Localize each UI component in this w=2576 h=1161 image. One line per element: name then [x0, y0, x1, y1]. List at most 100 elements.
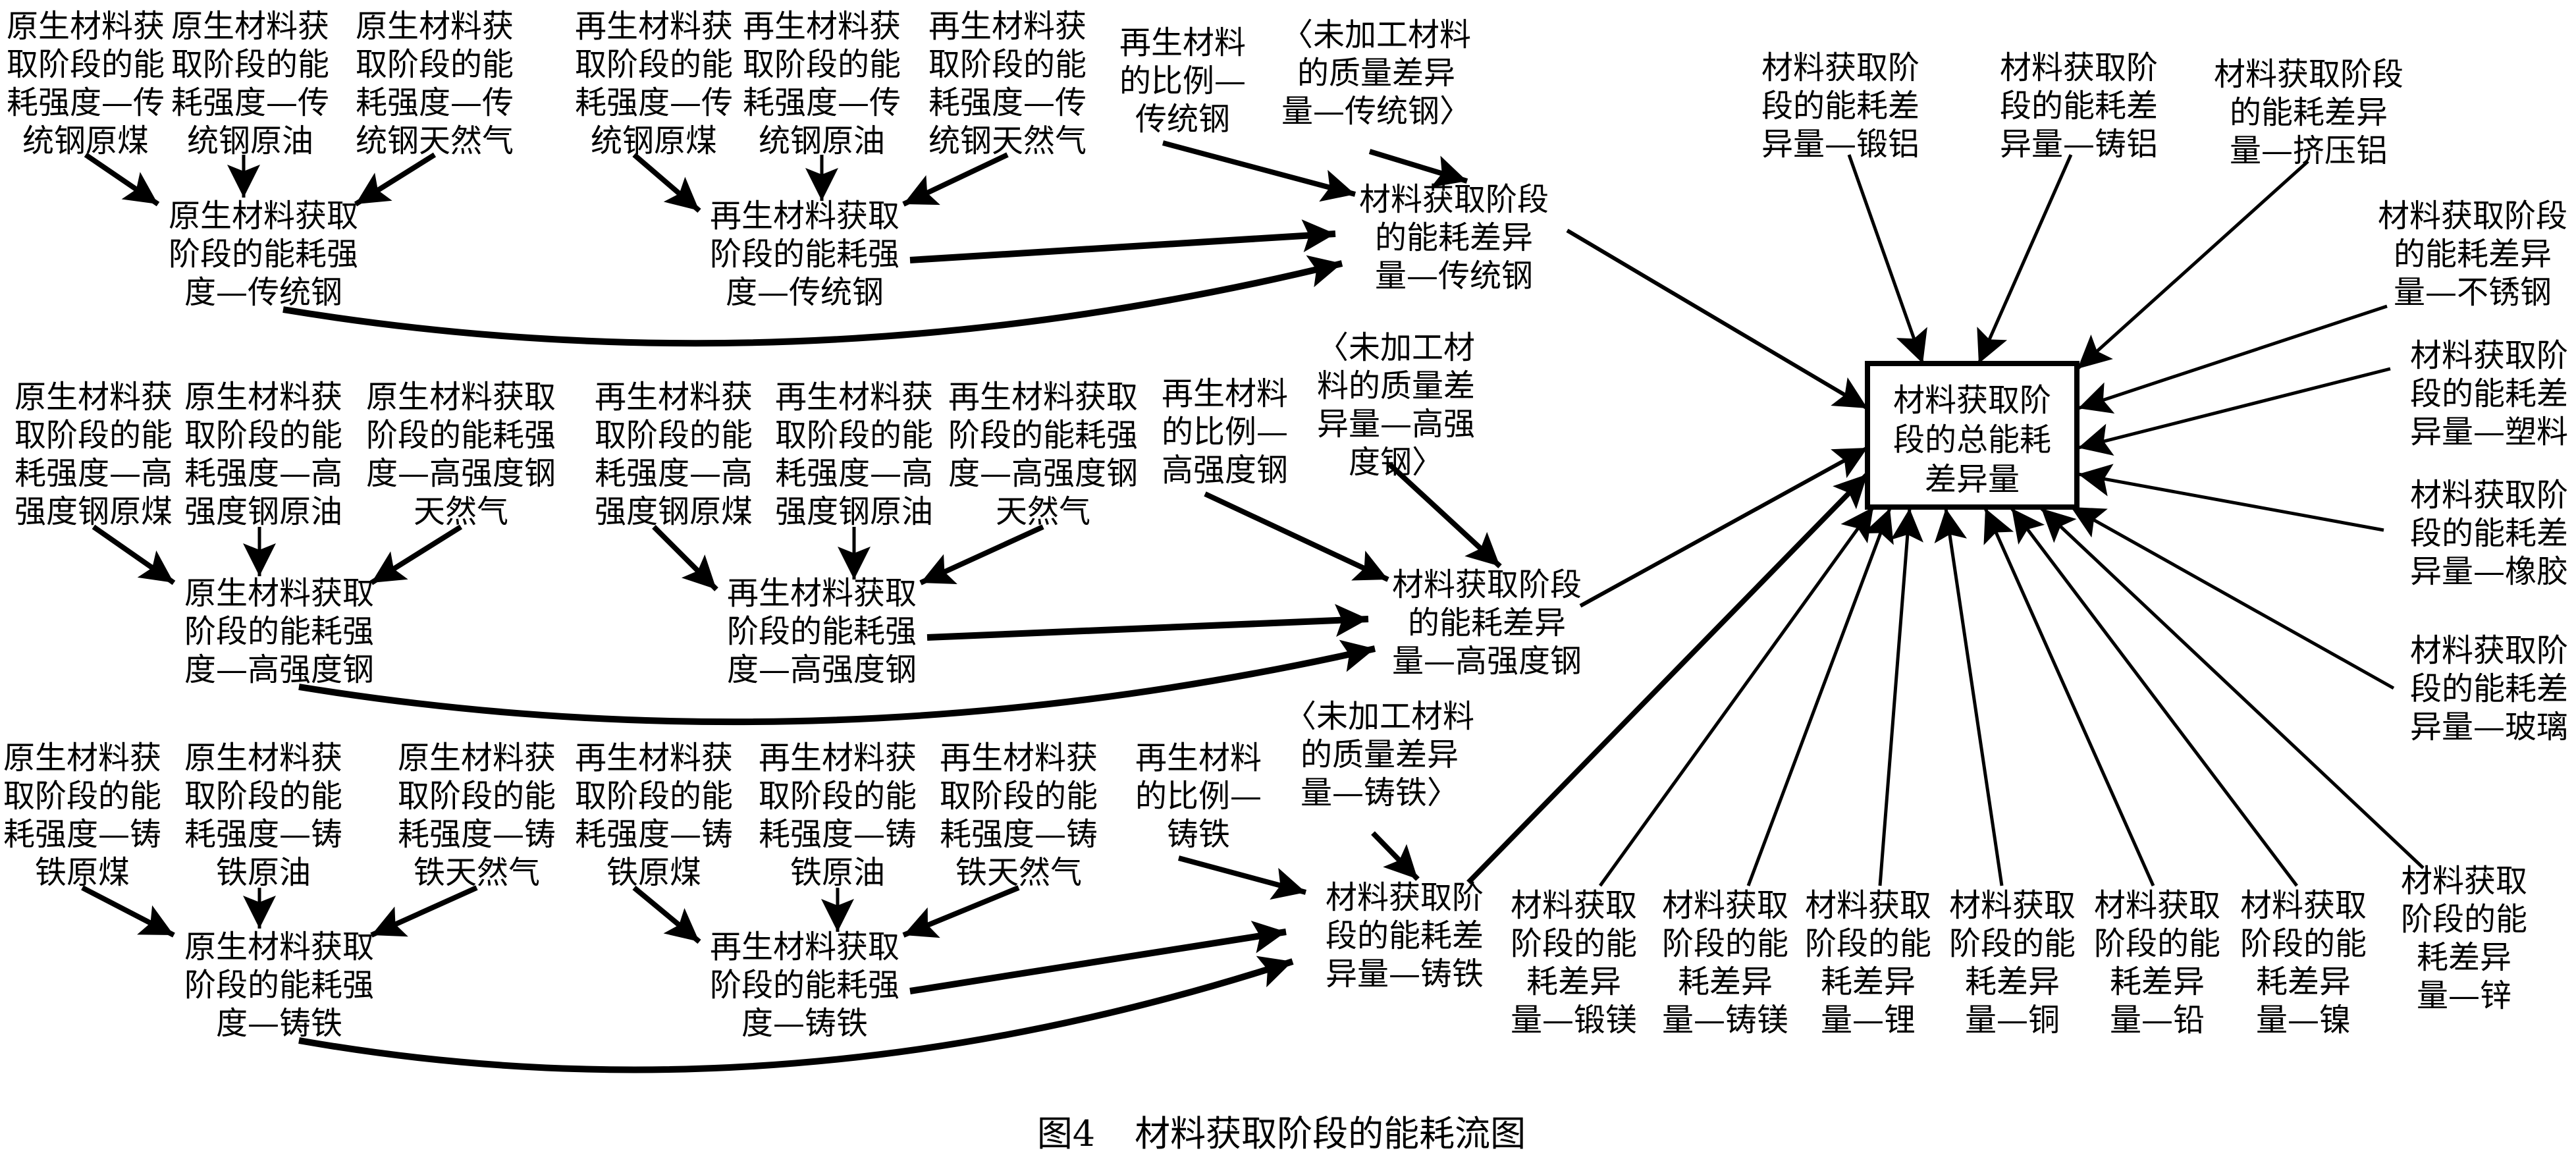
edge-source-to-virgin [354, 152, 437, 207]
source-node-line: 取阶段的能 [759, 778, 917, 815]
energy-difference-node-line: 材料获取阶段 [1392, 566, 1582, 603]
caption-title: 材料获取阶段的能耗流图 [1135, 1113, 1526, 1154]
source-node-line: 取阶段的能 [928, 46, 1087, 83]
recycled-ratio-node-line: 再生材料 [1162, 375, 1288, 412]
source-node-line: 耗强度—铸 [184, 816, 342, 853]
source-node-line: 耗强度—传 [7, 84, 165, 121]
source-node-line: 铁原油 [216, 854, 311, 891]
material-difference-node-line: 材料获取阶段 [2378, 198, 2567, 234]
mass-difference-node-line: 〈未加工材料 [1285, 698, 1474, 735]
material-difference-node-line: 量—锂 [1821, 1002, 1916, 1039]
material-difference-node-line: 段的能耗差 [2410, 375, 2568, 412]
source-node-line: 度—高强度钢 [948, 455, 1138, 492]
recycled-intensity-node-line: 阶段的能耗强 [710, 967, 899, 1004]
mass-difference-node-line: 度钢〉 [1349, 444, 1443, 481]
material-difference-node-line: 耗差异 [2256, 963, 2351, 1000]
energy-difference-node-line: 材料获取阶段 [1359, 181, 1549, 218]
source-node-line: 取阶段的能 [940, 778, 1098, 815]
material-difference-node-line: 段的能耗差 [2000, 88, 2158, 124]
material-difference-node-line: 材料获取阶 [2000, 49, 2158, 86]
edge-material-to-total [1977, 153, 2073, 365]
edge-source-to-recycled [902, 885, 1020, 938]
source-node-line: 取阶段的能 [7, 46, 165, 83]
source-node-line: 统钢原煤 [591, 122, 717, 159]
virgin-intensity-node-line: 原生材料获取 [169, 198, 358, 234]
edge-material-to-total [2010, 507, 2298, 887]
edge-recycled-to-difference [926, 604, 1369, 641]
edge-recycled-to-difference [909, 921, 1287, 994]
material-difference-node-line: 异量—塑料 [2410, 414, 2568, 450]
edge-material-to-total [2076, 160, 2309, 370]
source-node-line: 取阶段的能 [775, 417, 933, 454]
material-difference-node-line: 材料获取 [1805, 887, 1931, 924]
source-node-line: 取阶段的能 [595, 417, 753, 454]
energy-difference-node-line: 的能耗差异 [1408, 605, 1566, 641]
source-node-line: 统钢原油 [187, 122, 313, 159]
edge-material-to-total [2070, 505, 2395, 690]
source-node-line: 耗强度—高 [775, 455, 933, 492]
energy-difference-node-line: 的能耗差异 [1375, 219, 1533, 256]
source-node-line: 铁原煤 [606, 854, 701, 891]
edge-source-to-virgin [370, 885, 478, 938]
material-difference-node-line: 量—不锈钢 [2394, 274, 2552, 311]
source-node-line: 再生材料获 [575, 8, 733, 45]
edge-material-to-total [2078, 464, 2384, 532]
material-difference-node-line: 材料获取 [2094, 887, 2220, 924]
source-node-line: 天然气 [996, 493, 1090, 530]
material-difference-node-line: 材料获取 [2401, 863, 2527, 900]
source-node-line: 耗强度—铸 [759, 816, 917, 853]
edge-source-to-virgin [92, 524, 176, 585]
central-node-box[interactable] [1865, 361, 2080, 510]
edge-mass-to-difference [1368, 149, 1468, 188]
